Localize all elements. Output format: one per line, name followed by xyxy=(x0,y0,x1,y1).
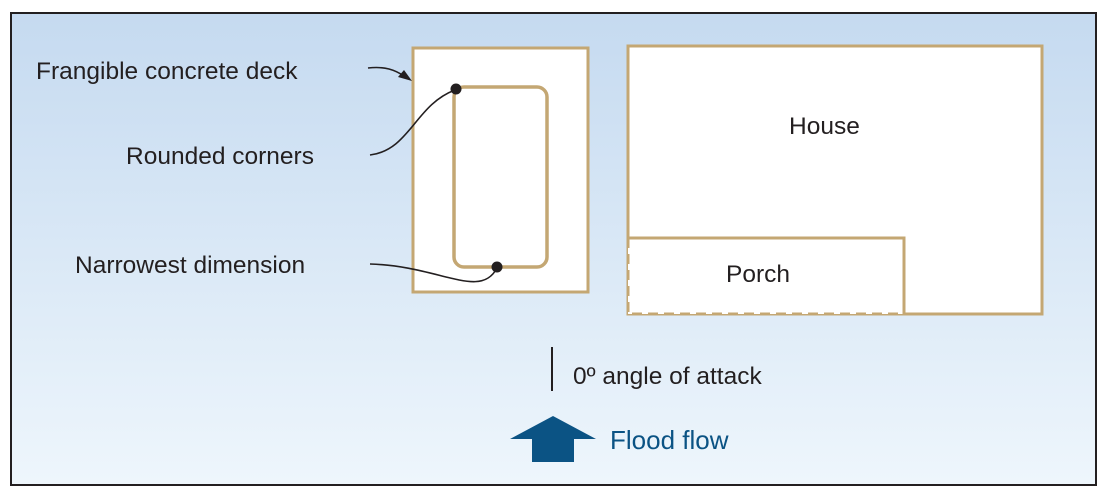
rounded-corners-marker xyxy=(450,83,462,95)
porch-outline xyxy=(626,236,906,316)
deck-leader-arrow xyxy=(367,66,412,81)
narrowest-dimension-leader xyxy=(369,263,498,283)
deck-slab xyxy=(411,46,590,294)
deck-label: Frangible concrete deck xyxy=(36,58,298,85)
flood-flow-arrow-icon xyxy=(510,416,596,462)
rounded-corners-leader xyxy=(369,89,456,156)
angle-of-attack-label: 0º angle of attack xyxy=(573,363,762,390)
rounded-corners-label: Rounded corners xyxy=(126,143,314,170)
porch-label: Porch xyxy=(726,261,790,288)
house-label: House xyxy=(789,113,860,140)
flood-flow-label: Flood flow xyxy=(610,425,729,455)
narrowest-dimension-marker xyxy=(491,261,503,273)
narrowest-dimension-label: Narrowest dimension xyxy=(75,252,305,279)
